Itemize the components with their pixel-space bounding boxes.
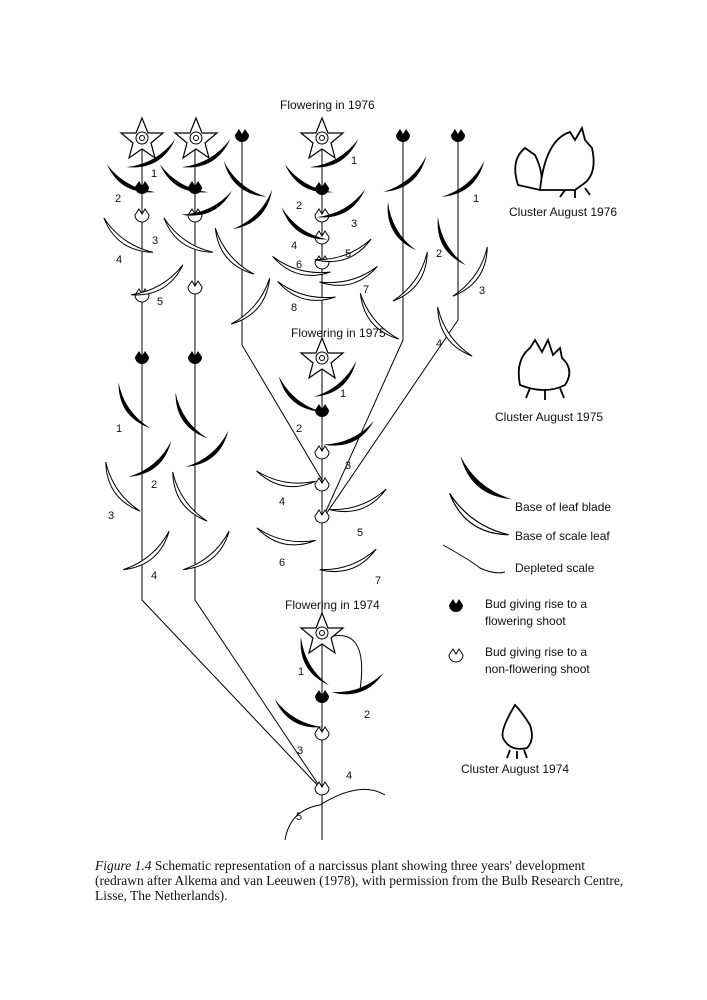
num-label: 1: [298, 666, 305, 678]
num-label: 2: [296, 200, 303, 212]
legend-bud-nonflowering-line2: non-flowering shoot: [485, 662, 590, 676]
num-label: 1: [351, 155, 358, 167]
num-label: 4: [436, 338, 443, 350]
figure-label: Figure 1.4: [95, 858, 152, 873]
num-label: 1: [473, 193, 480, 205]
num-label: 2: [296, 423, 303, 435]
num-label: 5: [357, 527, 364, 539]
flowering-1976-label: Flowering in 1976: [280, 98, 375, 112]
caption-text: Schematic representation of a narcissus …: [95, 858, 624, 903]
num-label: 7: [363, 284, 370, 296]
num-label: 3: [351, 218, 358, 230]
leaf-blade-bases: [101, 139, 512, 736]
legend-leaf-blade: Base of leaf blade: [515, 500, 612, 514]
num-label: 4: [116, 254, 123, 266]
num-label: 1: [151, 168, 158, 180]
legend-bud-flowering: Bud giving rise to a flowering shoot: [485, 596, 587, 630]
num-label: 8: [291, 302, 298, 314]
num-label: 3: [297, 745, 304, 757]
num-label: 4: [151, 570, 158, 582]
legend-scale-leaf: Base of scale leaf: [515, 529, 610, 543]
scale-leaf-bases: [97, 217, 510, 580]
num-label: 5: [157, 296, 164, 308]
legend-depleted-scale: Depleted scale: [515, 561, 595, 575]
num-label: 3: [479, 285, 486, 297]
legend-bud-nonflowering: Bud giving rise to a non-flowering shoot: [485, 644, 590, 678]
num-label: 7: [375, 575, 382, 587]
flowering-1974-label: Flowering in 1974: [285, 598, 380, 612]
cluster-1975-icon: [517, 337, 571, 400]
num-label: 3: [345, 460, 352, 472]
num-label: 3: [108, 510, 115, 522]
num-label: 2: [115, 193, 122, 205]
num-label: 1: [340, 388, 347, 400]
num-label: 4: [279, 496, 286, 508]
num-label: 5: [296, 811, 303, 823]
flowering-1975-label: Flowering in 1975: [291, 326, 386, 340]
cluster-1975-label: Cluster August 1975: [495, 410, 604, 424]
cluster-1974-label: Cluster August 1974: [461, 762, 570, 776]
cluster-1974-icon: [501, 703, 533, 759]
legend-bud-flowering-line2: flowering shoot: [485, 614, 566, 628]
num-label: 2: [364, 709, 371, 721]
num-label: 4: [291, 240, 298, 252]
num-label: 6: [279, 557, 286, 569]
cluster-1976-label: Cluster August 1976: [509, 205, 618, 219]
num-label: 2: [151, 479, 158, 491]
num-label: 1: [116, 423, 123, 435]
num-label: 2: [436, 248, 443, 260]
legend-bud-nonflowering-line1: Bud giving rise to a: [485, 645, 588, 659]
num-label: 5: [345, 248, 352, 260]
figure-caption: Figure 1.4 Schematic representation of a…: [95, 858, 625, 903]
legend-bud-flowering-line1: Bud giving rise to a: [485, 597, 588, 611]
cluster-1976-icon: [514, 125, 595, 198]
num-label: 3: [152, 235, 159, 247]
num-label: 6: [296, 259, 303, 271]
num-label: 4: [346, 770, 353, 782]
depleted-scale-legend: [442, 544, 506, 574]
